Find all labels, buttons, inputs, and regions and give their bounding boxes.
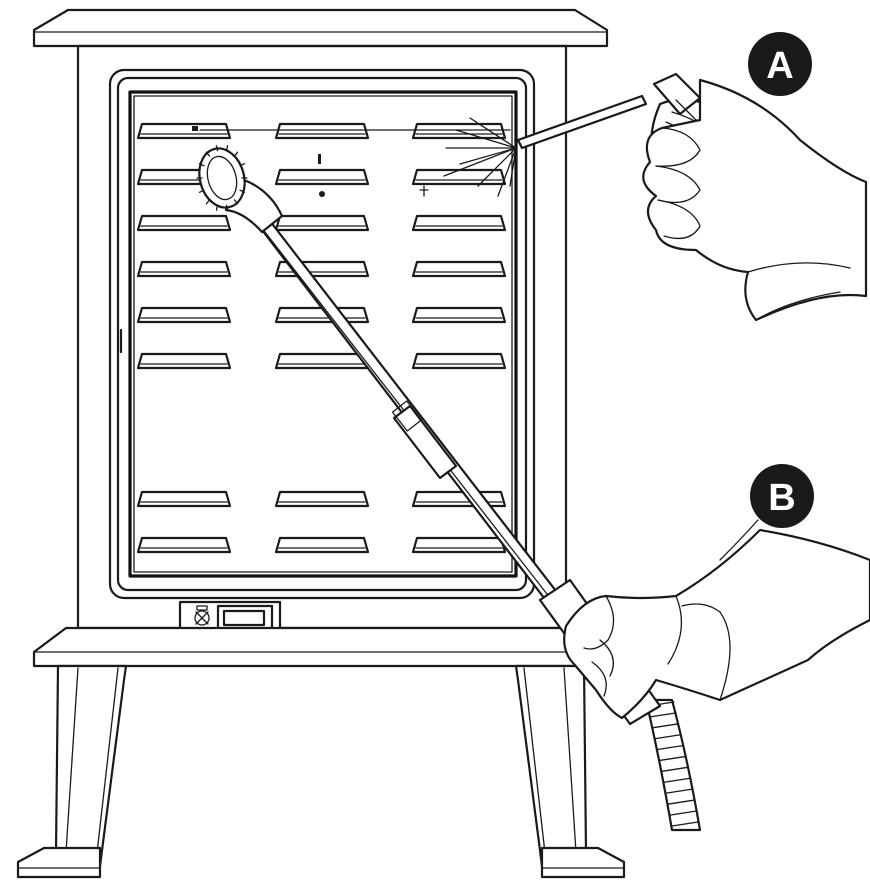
louvre-slot [411,536,507,554]
hand-b [563,528,870,720]
louvre-slot [136,122,232,140]
callout-b: B [719,464,814,561]
louvre-slot [411,260,507,278]
brush-bristle [239,189,246,193]
brush-bristle [239,163,246,167]
louvre-slot [136,260,232,278]
hose-ring [666,799,695,805]
callout-b-label: B [768,477,795,519]
louvre-slot [274,168,370,186]
brush-bristle [198,163,205,167]
flame-icon [194,605,210,626]
brush-bristle [215,145,219,152]
hose-ring [662,777,690,784]
brush-bristle [225,145,229,152]
louvre-slot [136,352,232,370]
hose-ring [649,712,677,718]
panel-marks [192,126,511,197]
hose-ring [660,766,688,773]
louvre-grid [136,122,507,554]
callout-a-badge [748,32,812,96]
hose-ring [671,821,699,827]
louvre-slot [411,352,507,370]
louvre-slot [411,168,507,186]
brush-bristle [225,204,229,211]
louvre-slot [274,352,370,370]
vacuum-brush-icon [196,145,702,832]
louvre-slot [411,214,507,232]
brush-bristle [198,189,205,193]
louvre-slot [136,490,232,508]
callout-a: A [748,32,812,96]
louvre-slot [274,536,370,554]
callout-a-label: A [766,45,793,87]
louvre-slot [274,122,370,140]
left-leg [16,664,128,879]
hose-ring [664,788,693,794]
louvre-slot [411,490,507,508]
brush-bristle [233,199,239,205]
callout-b-badge [750,464,814,528]
brush-bristle [233,151,239,157]
louvre-slot [411,122,507,140]
hose-ring [658,755,686,762]
louvre-slot [136,306,232,324]
hose-ring [651,723,680,729]
brush-bristle [205,151,211,157]
louvre-slot [274,490,370,508]
louvre-slot [411,306,507,324]
louvre-slot [274,214,370,232]
right-leg [514,664,626,879]
hose-ring [653,734,682,740]
brush-bristle [215,204,219,211]
louvre-slot [274,306,370,324]
stove-top [32,8,609,48]
hose-ring [656,744,684,751]
louvre-slot [136,536,232,554]
louvre-slot [274,260,370,278]
stove-base [32,626,608,668]
louvre-slot [136,214,232,232]
hose-ring [669,810,697,816]
hand-a [642,78,868,322]
brush-bristle [205,199,211,205]
spray-burst [443,94,648,197]
